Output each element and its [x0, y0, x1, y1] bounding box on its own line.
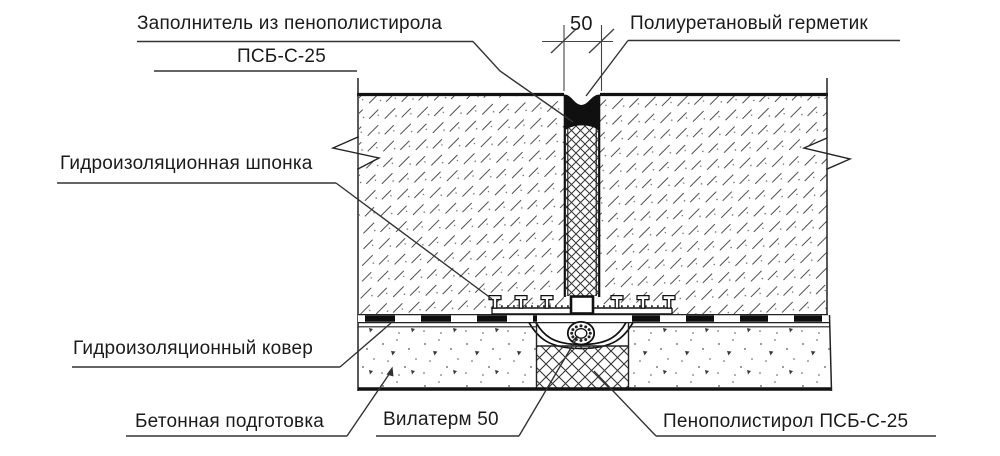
dimension-value: 50: [570, 13, 593, 35]
break-symbol-right-icon: [801, 136, 853, 171]
waterproofing-carpet: [358, 314, 830, 324]
lean-concrete-right: [628, 326, 830, 388]
label-underlines: [57, 39, 936, 437]
break-symbol-left-icon: [330, 135, 382, 171]
waterstop: [488, 294, 676, 350]
leader-polystyrene: [593, 370, 657, 437]
dimension-joint-width: [542, 25, 615, 91]
leader-filler: [472, 41, 574, 123]
leader-carpet: [339, 322, 392, 368]
label-carpet: Гидроизоляционный ковер: [73, 338, 313, 359]
leader-arrow-icon: [386, 366, 394, 377]
vilaterm-cord: [566, 321, 596, 346]
leader-concrete-prep: [346, 369, 393, 437]
leader-lines: [335, 40, 657, 437]
joint-filler: [566, 106, 598, 296]
label-concrete-prep: Бетонная подготовка: [135, 411, 325, 432]
label-vilaterm: Вилатерм 50: [383, 409, 499, 430]
label-polystyrene: Пенополистирол ПСБ-С-25: [663, 411, 909, 432]
leader-vilaterm: [518, 335, 579, 437]
label-filler-line1: Заполнитель из пенополистирола: [137, 13, 443, 34]
lean-concrete-left: [358, 326, 537, 388]
leader-waterstop: [335, 182, 493, 300]
label-sealant: Полиуретановый герметик: [630, 13, 868, 34]
leader-sealant: [585, 40, 629, 97]
label-filler-line2: ПСБ-С-25: [237, 46, 326, 67]
label-waterstop: Гидроизоляционная шпонка: [60, 153, 313, 174]
right-bottom-edge: [828, 314, 833, 392]
waterstop-center-box: [569, 295, 595, 315]
left-concrete-slab: [357, 92, 564, 315]
right-concrete-slab: [600, 92, 828, 315]
